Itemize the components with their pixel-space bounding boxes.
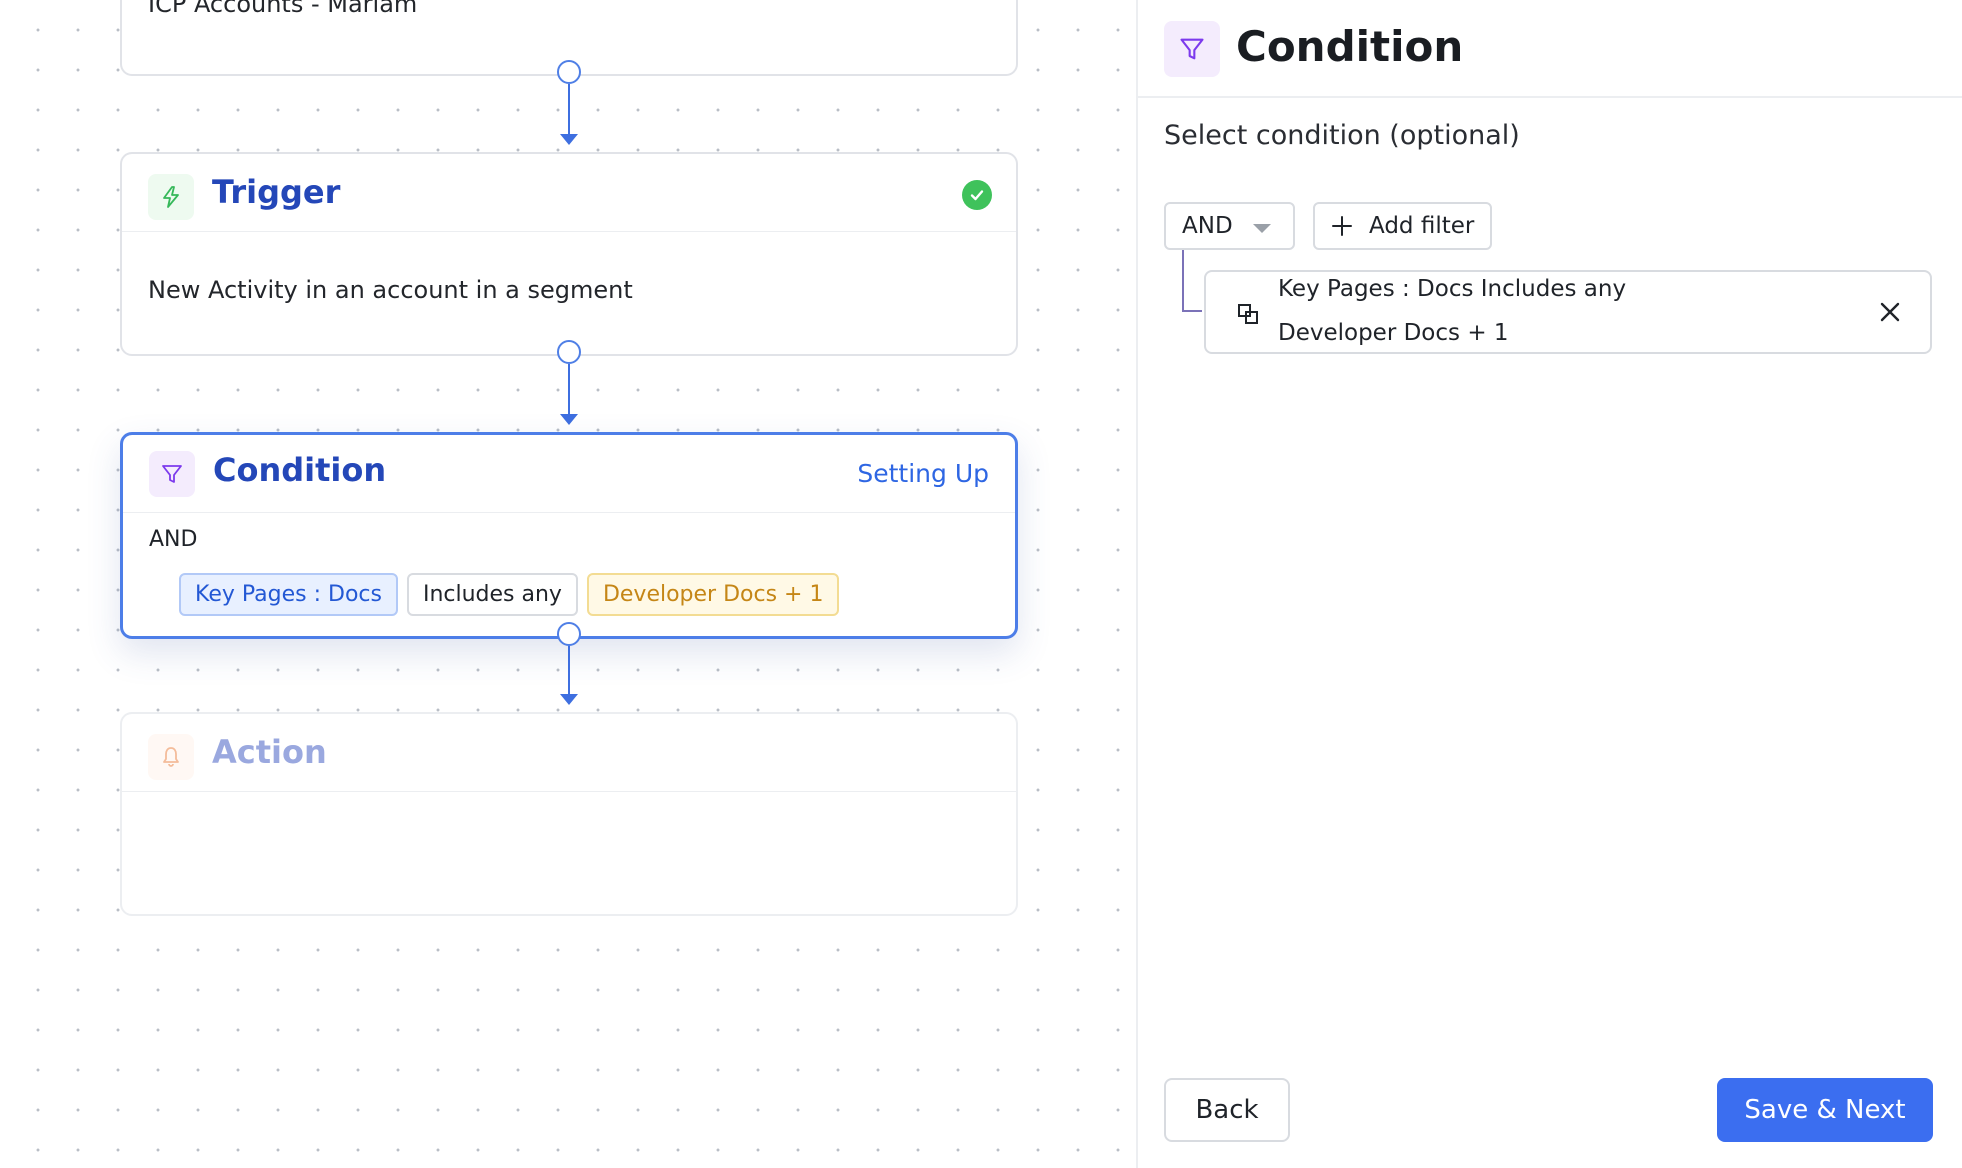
trigger-node-description: New Activity in an account in a segment (148, 276, 633, 304)
check-circle-icon (962, 180, 992, 210)
segment-icon (1238, 304, 1258, 324)
connection-port[interactable] (557, 622, 581, 646)
condition-field-chip: Key Pages : Docs (179, 573, 398, 616)
plus-icon (1332, 216, 1352, 236)
filter-summary-line2: Developer Docs + 1 (1278, 320, 1509, 346)
source-node-label: ICP Accounts - Mariam (148, 0, 418, 18)
operator-select-value: AND (1182, 213, 1233, 239)
connector-arrow (560, 414, 578, 425)
back-button[interactable]: Back (1164, 1078, 1290, 1142)
connector-line (568, 364, 570, 419)
close-icon[interactable] (1878, 300, 1902, 324)
panel-title: Condition (1236, 22, 1464, 71)
condition-node-header: Condition Setting Up (123, 435, 1015, 513)
connector-line (568, 644, 570, 697)
connection-port[interactable] (557, 60, 581, 84)
filter-summary-line1: Key Pages : Docs Includes any (1278, 276, 1627, 302)
filter-item[interactable]: Key Pages : Docs Includes any Developer … (1204, 270, 1932, 354)
connector-arrow (560, 134, 578, 145)
filter-tree-connector (1182, 250, 1202, 312)
trigger-node-title: Trigger (212, 173, 341, 211)
add-filter-button[interactable]: Add filter (1313, 202, 1492, 250)
chevron-down-icon (1253, 224, 1271, 233)
funnel-icon (149, 451, 195, 497)
condition-value-chip: Developer Docs + 1 (586, 573, 840, 616)
workflow-canvas[interactable]: ICP Accounts - Mariam Trigger New Activi… (0, 0, 1136, 1168)
action-node-title: Action (212, 733, 327, 771)
trigger-node[interactable]: Trigger New Activity in an account in a … (120, 152, 1018, 356)
save-next-button[interactable]: Save & Next (1717, 1078, 1933, 1142)
condition-node-title: Condition (213, 451, 387, 489)
bell-icon (148, 734, 194, 780)
panel-header: Condition (1138, 0, 1962, 98)
condition-operator-label: AND (149, 527, 198, 552)
operator-select[interactable]: AND (1164, 202, 1295, 250)
action-node-header: Action (122, 714, 1016, 792)
connector-arrow (560, 694, 578, 705)
trigger-node-header: Trigger (122, 154, 1016, 232)
condition-panel: Condition Select condition (optional) AN… (1136, 0, 1962, 1168)
add-filter-label: Add filter (1369, 213, 1475, 239)
condition-status-badge: Setting Up (857, 459, 989, 488)
action-node[interactable]: Action (120, 712, 1018, 916)
connector-line (568, 84, 570, 139)
connection-port[interactable] (557, 340, 581, 364)
condition-node[interactable]: Condition Setting Up AND Key Pages : Doc… (120, 432, 1018, 639)
condition-chips: Key Pages : Docs Includes any Developer … (179, 573, 840, 616)
condition-operator-chip: Includes any (406, 573, 578, 616)
funnel-icon (1164, 21, 1220, 77)
panel-subtitle: Select condition (optional) (1164, 120, 1520, 151)
lightning-icon (148, 174, 194, 220)
